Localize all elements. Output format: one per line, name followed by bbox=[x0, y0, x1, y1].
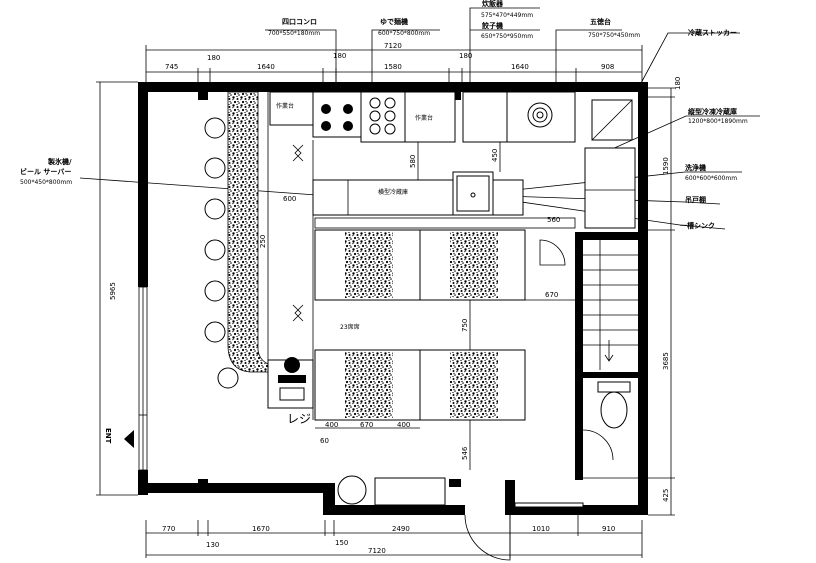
toilet bbox=[582, 381, 638, 479]
swing-door-icon bbox=[292, 144, 304, 162]
dim-inner-4: 250 bbox=[259, 235, 267, 248]
swing-door-icon bbox=[292, 304, 304, 322]
sink-label: 一槽シンク bbox=[680, 221, 715, 230]
inner-dimensions: 600 580 450 560 250 670 750 400 670 400 … bbox=[259, 142, 575, 470]
toilet-icon bbox=[600, 391, 628, 429]
seats-label: 23席席 bbox=[340, 323, 360, 331]
upright-fridge-label: 縦型冷凍冷蔵庫 bbox=[688, 107, 737, 116]
dim-top-3: 180 bbox=[333, 52, 346, 60]
noodle-boiler-size: 600*750*800mm bbox=[378, 30, 430, 37]
stairs bbox=[583, 240, 638, 370]
dim-inner-7: 400 bbox=[325, 421, 338, 429]
equipment-labels-right: 縦型冷凍冷蔵庫 1200*800*1890mm 洗浄機 600*600*600m… bbox=[474, 107, 760, 230]
ice-maker-label: 製氷機/ bbox=[47, 157, 72, 166]
dim-inner-2: 450 bbox=[491, 149, 499, 162]
stool[interactable] bbox=[204, 239, 226, 261]
dim-top-total: 7120 bbox=[384, 42, 402, 50]
dim-top-6: 1640 bbox=[511, 63, 529, 71]
dim-inner-0: 600 bbox=[283, 195, 296, 203]
dim-bottom-6: 910 bbox=[602, 525, 615, 533]
dim-inner-10: 60 bbox=[320, 437, 329, 445]
stand-label: 五徳台 bbox=[590, 17, 611, 26]
ice-maker-size: 500*450*800mm bbox=[20, 179, 72, 186]
dim-top-7: 908 bbox=[601, 63, 614, 71]
dim-bottom-0: 770 bbox=[162, 525, 175, 533]
equipment-labels-top: 四口コンロ 700*550*180mm ゆで麺機 600*750*800mm 炊… bbox=[265, 0, 740, 95]
worktable-1-label: 作業台 bbox=[276, 102, 294, 110]
register-operator-icon bbox=[284, 357, 300, 373]
register-area: レジ bbox=[267, 357, 314, 426]
stool[interactable] bbox=[204, 280, 226, 302]
dim-bottom-2: 1670 bbox=[252, 525, 270, 533]
door-icon bbox=[464, 514, 511, 561]
dim-inner-8: 670 bbox=[360, 421, 373, 429]
gyoza-machine-label: 餃子機 bbox=[481, 21, 503, 30]
noodle-boiler bbox=[360, 91, 406, 143]
register-label: レジ bbox=[287, 412, 311, 426]
kitchen: 作業台 作業台 横型冷蔵庫 bbox=[269, 91, 636, 322]
dim-inner-11: 546 bbox=[461, 446, 469, 460]
entrance-arrow-icon bbox=[124, 430, 134, 448]
dim-inner-5: 670 bbox=[545, 291, 558, 299]
upright-fridge-size: 1200*800*1890mm bbox=[688, 118, 748, 125]
dim-bottom-3: 150 bbox=[335, 539, 348, 547]
stools bbox=[204, 117, 239, 389]
bottom-dimensions: 770 130 1670 150 2490 1010 910 7120 bbox=[145, 515, 643, 558]
dim-right-3: 425 bbox=[662, 489, 670, 502]
burner-icons bbox=[321, 104, 353, 131]
dim-right-2: 3685 bbox=[662, 352, 670, 370]
dishwasher-label: 洗浄機 bbox=[685, 163, 706, 172]
rice-cooker-label: 炊飯器 bbox=[482, 0, 504, 8]
stool[interactable] bbox=[204, 117, 226, 139]
ice-maker-labels: 製氷機/ ビール サーバー 500*450*800mm bbox=[20, 157, 331, 197]
stove-label: 四口コンロ bbox=[282, 18, 317, 26]
bottom-fixtures bbox=[337, 475, 584, 561]
dim-top-5: 180 bbox=[459, 52, 472, 60]
worktable-2-label: 作業台 bbox=[415, 114, 433, 122]
dim-bottom-1: 130 bbox=[206, 541, 219, 549]
dim-top-0: 745 bbox=[165, 63, 178, 71]
dim-bottom-5: 1010 bbox=[532, 525, 550, 533]
tables: 23席席 bbox=[314, 229, 526, 421]
dim-top-1: 180 bbox=[207, 54, 220, 62]
stool[interactable] bbox=[204, 157, 226, 179]
dim-top-4: 1580 bbox=[384, 63, 402, 71]
side-dimensions: 5965 180 1590 3685 425 bbox=[96, 77, 682, 516]
under-fridge-label: 横型冷蔵庫 bbox=[378, 188, 408, 196]
dim-inner-9: 400 bbox=[397, 421, 410, 429]
dim-right-1: 1590 bbox=[662, 157, 670, 175]
top-dimensions: 745 180 1640 180 1580 180 1640 908 7120 bbox=[145, 42, 643, 82]
stove-size: 700*550*180mm bbox=[268, 30, 320, 37]
stool[interactable] bbox=[204, 198, 226, 220]
door-icon bbox=[539, 239, 566, 266]
cold-stocker-label: 冷蔵ストッカー bbox=[688, 28, 737, 37]
noodle-boiler-label: ゆで麺機 bbox=[380, 17, 408, 26]
dishwasher-size: 600*600*600mm bbox=[685, 175, 737, 182]
stool[interactable] bbox=[217, 367, 239, 389]
dim-left: 5965 bbox=[109, 282, 117, 300]
upright-fridge bbox=[584, 147, 636, 229]
stool[interactable] bbox=[204, 321, 226, 343]
gyoza-machine bbox=[462, 91, 508, 143]
stove bbox=[312, 91, 362, 138]
dim-bottom-4: 2490 bbox=[392, 525, 410, 533]
noodle-baskets bbox=[369, 97, 396, 135]
dim-inner-1: 580 bbox=[409, 155, 417, 168]
beer-server-label: ビール サーバー bbox=[20, 167, 71, 176]
cabinet-label: 吊戸棚 bbox=[685, 195, 706, 204]
dim-bottom-total: 7120 bbox=[368, 547, 386, 555]
dim-right-0: 180 bbox=[674, 77, 682, 90]
dim-inner-6: 750 bbox=[461, 319, 469, 332]
stand-size: 750*750*450mm bbox=[588, 32, 640, 39]
stair-arrow-icon bbox=[604, 340, 614, 362]
dim-top-2: 1640 bbox=[257, 63, 275, 71]
entrance-window: ENT bbox=[104, 286, 148, 471]
gyoza-machine-size: 650*750*950mm bbox=[481, 33, 533, 40]
dim-inner-3: 560 bbox=[547, 216, 560, 224]
entrance-label: ENT bbox=[104, 428, 112, 444]
rice-cooker-size: 575*470*449mm bbox=[481, 12, 533, 19]
